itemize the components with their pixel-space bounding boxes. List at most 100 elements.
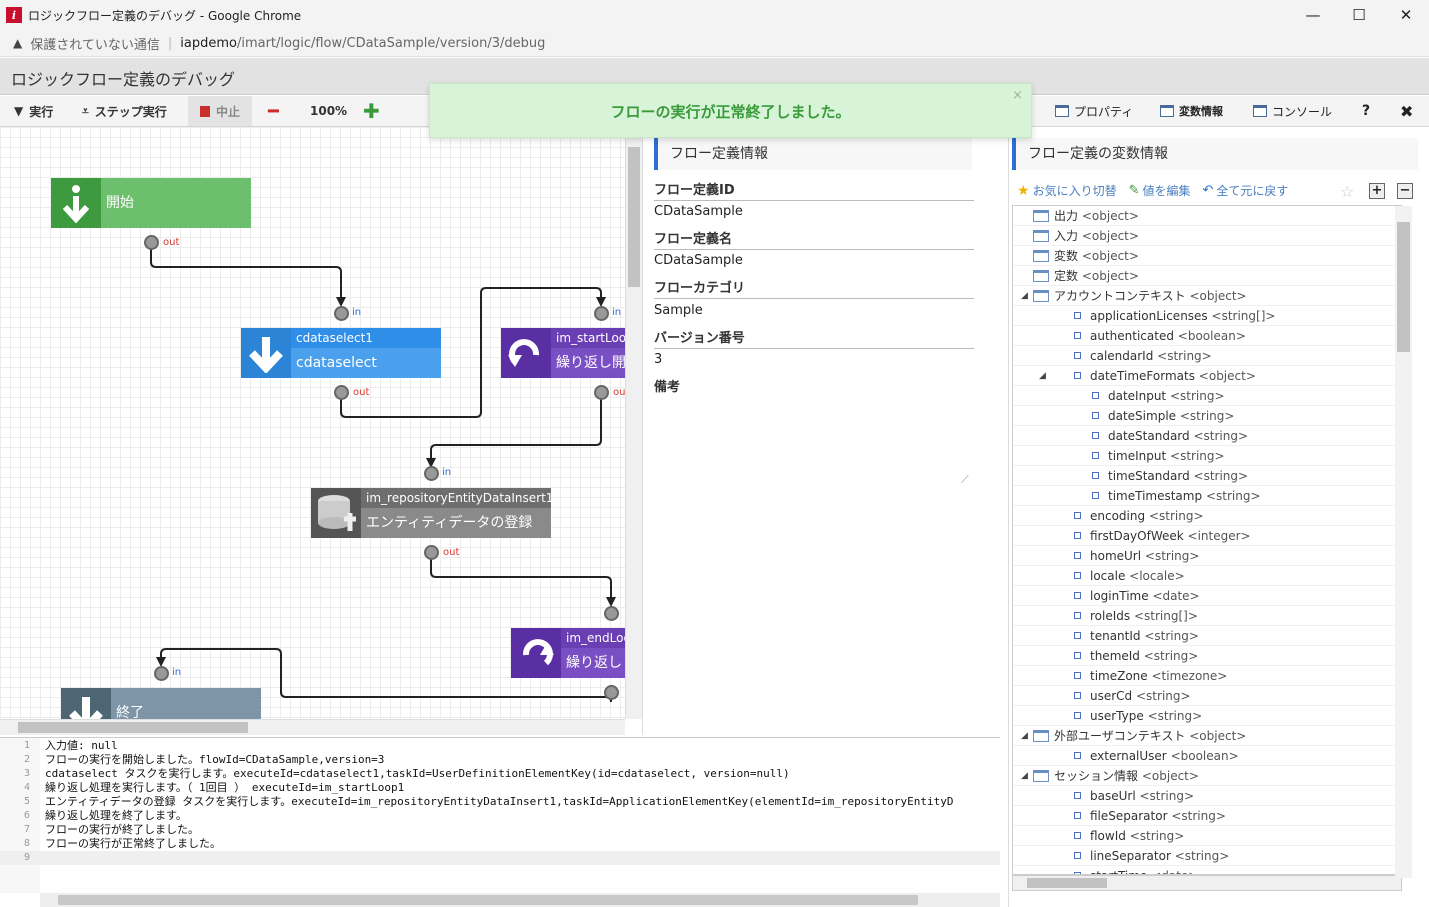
line-number: 5 bbox=[0, 795, 30, 809]
stop-button[interactable]: 中止 bbox=[188, 96, 252, 126]
flow-node-end[interactable]: 終了 bbox=[61, 688, 261, 719]
reset-all-button[interactable]: ↶全て元に戻す bbox=[1203, 182, 1289, 199]
line-number: 8 bbox=[0, 837, 30, 851]
port-out[interactable] bbox=[604, 685, 619, 700]
port-out[interactable] bbox=[334, 385, 349, 400]
port-out[interactable] bbox=[594, 385, 609, 400]
close-window-button[interactable]: ✕ bbox=[1383, 0, 1429, 30]
port-in[interactable] bbox=[424, 466, 439, 481]
tab-properties[interactable]: プロパティ bbox=[1055, 96, 1133, 126]
tree-row[interactable]: themeId <string> bbox=[1013, 646, 1402, 666]
tree-row[interactable]: startTime <date> bbox=[1013, 866, 1402, 875]
zoom-out-button[interactable]: ━ bbox=[268, 96, 279, 126]
tree-row[interactable]: firstDayOfWeek <integer> bbox=[1013, 526, 1402, 546]
tree-row[interactable]: 入力 <object> bbox=[1013, 226, 1402, 246]
port-in[interactable] bbox=[604, 606, 619, 621]
tree-row[interactable]: dateSimple <string> bbox=[1013, 406, 1402, 426]
expand-triangle-icon[interactable]: ◢ bbox=[1021, 726, 1028, 746]
flow-node-endloop[interactable]: im_endLoo 繰り返し bbox=[511, 628, 625, 678]
tree-row[interactable]: locale <locale> bbox=[1013, 566, 1402, 586]
tree-row[interactable]: flowId <string> bbox=[1013, 826, 1402, 846]
tree-row[interactable]: lineSeparator <string> bbox=[1013, 846, 1402, 866]
port-in[interactable] bbox=[334, 306, 349, 321]
flow-canvas[interactable]: 開始 out in cdataselect1 cdataselect out i… bbox=[0, 127, 625, 719]
flow-node-entity-insert[interactable]: im_repositoryEntityDataInsert1 エンティティデータ… bbox=[311, 488, 551, 538]
tree-row[interactable]: timeTimestamp <string> bbox=[1013, 486, 1402, 506]
run-button[interactable]: ▼実行 bbox=[14, 96, 53, 126]
variables-tree[interactable]: 出力 <object>入力 <object>変数 <object>定数 <obj… bbox=[1012, 205, 1402, 875]
canvas-horizontal-scrollbar[interactable] bbox=[0, 719, 625, 735]
zoom-in-button[interactable]: ✚ bbox=[363, 96, 380, 126]
flow-node-start[interactable]: 開始 bbox=[51, 178, 251, 228]
step-run-button[interactable]: ⩡ステップ実行 bbox=[82, 96, 167, 126]
port-out[interactable] bbox=[424, 545, 439, 560]
flow-node-startloop[interactable]: im_startLoop 繰り返し開 bbox=[501, 328, 625, 378]
line-number: 3 bbox=[0, 767, 30, 781]
address-bar[interactable]: ▲ 保護されていない通信 | iapdemo/imart/logic/flow/… bbox=[0, 30, 1429, 57]
console-horizontal-scrollbar[interactable] bbox=[40, 893, 1000, 907]
tree-row[interactable]: 変数 <object> bbox=[1013, 246, 1402, 266]
port-in[interactable] bbox=[594, 306, 609, 321]
console-line: 9 bbox=[0, 851, 1000, 865]
tree-row[interactable]: ◢セッション情報 <object> bbox=[1013, 766, 1402, 786]
flow-node-cdataselect1[interactable]: cdataselect1 cdataselect bbox=[241, 328, 441, 378]
tree-horizontal-scrollbar[interactable] bbox=[1012, 875, 1402, 891]
tree-row[interactable]: externalUser <boolean> bbox=[1013, 746, 1402, 766]
port-out[interactable] bbox=[144, 235, 159, 250]
toast-close-button[interactable]: × bbox=[1012, 88, 1023, 103]
tree-row[interactable]: ◢アカウントコンテキスト <object> bbox=[1013, 286, 1402, 306]
tree-row[interactable]: timeInput <string> bbox=[1013, 446, 1402, 466]
tree-row[interactable]: baseUrl <string> bbox=[1013, 786, 1402, 806]
insecure-label: 保護されていない通信 bbox=[30, 34, 160, 53]
tree-row[interactable]: ◢dateTimeFormats <object> bbox=[1013, 366, 1402, 386]
scroll-thumb[interactable] bbox=[58, 895, 918, 905]
tree-row[interactable]: userCd <string> bbox=[1013, 686, 1402, 706]
help-button[interactable]: ? bbox=[1362, 96, 1370, 126]
tree-row[interactable]: dateStandard <string> bbox=[1013, 426, 1402, 446]
tree-row[interactable]: ◢外部ユーザコンテキスト <object> bbox=[1013, 726, 1402, 746]
tree-row[interactable]: userType <string> bbox=[1013, 706, 1402, 726]
tree-row[interactable]: homeUrl <string> bbox=[1013, 546, 1402, 566]
tree-row[interactable]: roleIds <string[]> bbox=[1013, 606, 1402, 626]
start-arrow-icon bbox=[51, 178, 101, 228]
edit-value-button[interactable]: ✎値を編集 bbox=[1129, 182, 1191, 199]
tree-row[interactable]: applicationLicenses <string[]> bbox=[1013, 306, 1402, 326]
tree-row[interactable]: calendarId <string> bbox=[1013, 346, 1402, 366]
tree-row[interactable]: timeZone <timezone> bbox=[1013, 666, 1402, 686]
expand-triangle-icon[interactable]: ◢ bbox=[1021, 286, 1028, 306]
tree-row[interactable]: fileSeparator <string> bbox=[1013, 806, 1402, 826]
tree-row[interactable]: 定数 <object> bbox=[1013, 266, 1402, 286]
close-panel-button[interactable]: ✖ bbox=[1400, 96, 1413, 126]
minus-icon: ━ bbox=[268, 101, 279, 122]
variable-type: <string> bbox=[1180, 409, 1235, 423]
scroll-thumb[interactable] bbox=[18, 722, 248, 733]
tree-row[interactable]: 出力 <object> bbox=[1013, 206, 1402, 226]
variable-name: 定数 bbox=[1054, 269, 1078, 283]
tree-row[interactable]: loginTime <date> bbox=[1013, 586, 1402, 606]
canvas-vertical-scrollbar[interactable] bbox=[625, 127, 642, 719]
minimize-button[interactable]: — bbox=[1290, 0, 1336, 30]
scroll-thumb[interactable] bbox=[628, 147, 640, 287]
favorite-toggle-button[interactable]: ★お気に入り切替 bbox=[1017, 182, 1117, 199]
tree-row[interactable]: encoding <string> bbox=[1013, 506, 1402, 526]
expand-triangle-icon[interactable]: ◢ bbox=[1039, 366, 1046, 386]
star-outline-icon[interactable]: ☆ bbox=[1340, 182, 1354, 201]
tree-row[interactable]: tenantId <string> bbox=[1013, 626, 1402, 646]
expand-triangle-icon[interactable]: ◢ bbox=[1021, 766, 1028, 786]
tree-row[interactable]: authenticated <boolean> bbox=[1013, 326, 1402, 346]
resize-grip-icon[interactable]: ⟋ bbox=[961, 473, 969, 487]
tree-row[interactable]: timeStandard <string> bbox=[1013, 466, 1402, 486]
variable-name: userType bbox=[1090, 709, 1144, 723]
scroll-thumb[interactable] bbox=[1027, 878, 1107, 888]
collapse-all-button[interactable]: − bbox=[1397, 183, 1413, 199]
scroll-thumb[interactable] bbox=[1397, 222, 1410, 352]
console-panel[interactable]: 1入力値: null2フローの実行を開始しました。flowId=CDataSam… bbox=[0, 737, 1000, 907]
expand-all-button[interactable]: + bbox=[1369, 183, 1385, 199]
tree-vertical-scrollbar[interactable] bbox=[1395, 206, 1412, 878]
tab-console[interactable]: コンソール bbox=[1253, 96, 1332, 126]
tab-variables[interactable]: 変数情報 bbox=[1160, 96, 1223, 126]
maximize-button[interactable]: ☐ bbox=[1336, 0, 1382, 30]
tree-row[interactable]: dateInput <string> bbox=[1013, 386, 1402, 406]
console-line: 7フローの実行が終了しました。 bbox=[0, 823, 1000, 837]
port-in[interactable] bbox=[154, 666, 169, 681]
